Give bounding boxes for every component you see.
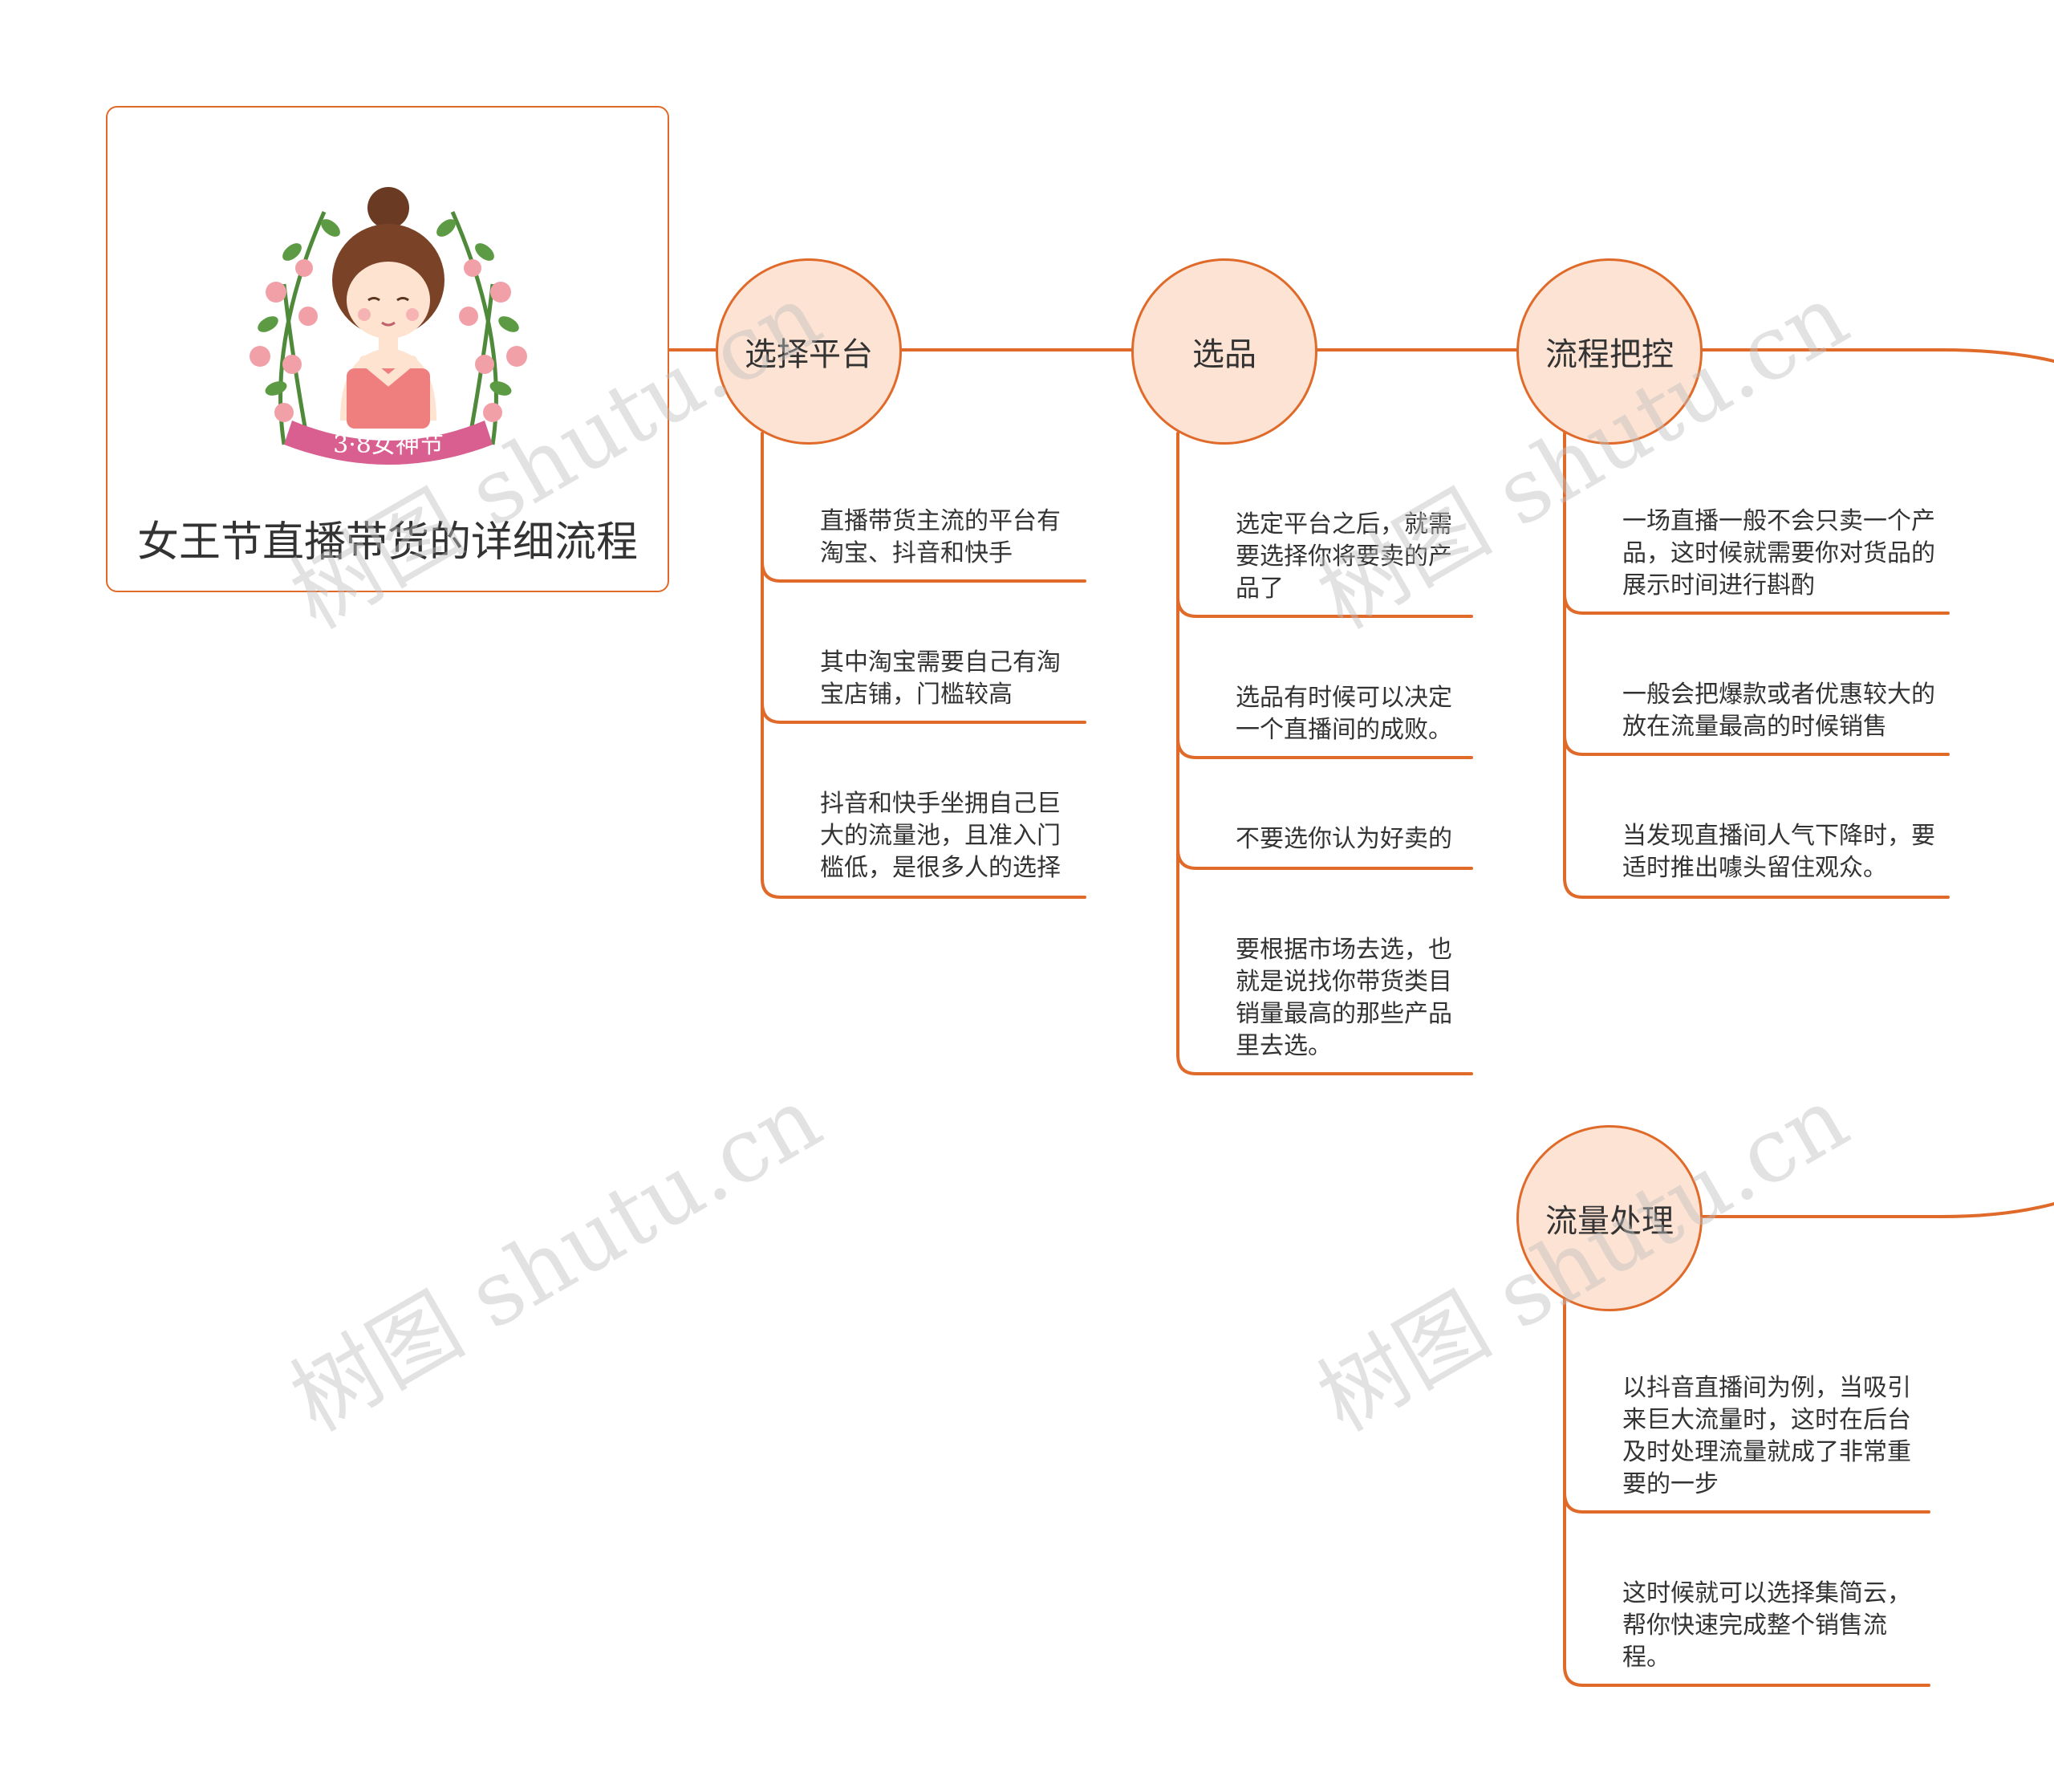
girl-flower-illustration: 3·8女神节 (250, 187, 527, 465)
topic-label: 选品 (1192, 336, 1256, 373)
topic-label: 选择平台 (745, 336, 873, 373)
root-title: 女王节直播带货的详细流程 (136, 518, 638, 567)
subtopic-item[interactable]: 要根据市场去选，也就是说找你带货类目销量最高的那些产品里去选。 (1236, 936, 1452, 1060)
topic-process-control[interactable]: 流程把控 (1516, 258, 1703, 445)
subtopic-item[interactable]: 选品有时候可以决定一个直播间的成败。 (1236, 684, 1452, 744)
subtopic-item[interactable]: 不要选你认为好卖的 (1236, 825, 1452, 853)
subtopic-item[interactable]: 其中淘宝需要自己有淘宝店铺，门槛较高 (820, 648, 1061, 709)
topic-product-selection[interactable]: 选品 (1131, 258, 1317, 445)
badge-text: 3·8女神节 (333, 431, 444, 459)
topic-label: 流程把控 (1545, 336, 1674, 373)
topic-select-platform[interactable]: 选择平台 (716, 258, 902, 445)
subtopic-item[interactable]: 一般会把爆款或者优惠较大的放在流量最高的时候销售 (1622, 681, 1935, 741)
subtopic-item[interactable]: 以抖音直播间为例，当吸引来巨大流量时，这时在后台及时处理流量就成了非常重要的一步 (1622, 1374, 1911, 1498)
subtopic-item[interactable]: 这时候就可以选择集简云，帮你快速完成整个销售流程。 (1622, 1579, 1911, 1672)
subtopic-item[interactable]: 直播带货主流的平台有淘宝、抖音和快手 (820, 507, 1061, 567)
subtopic-item[interactable]: 抖音和快手坐拥自己巨大的流量池，且准入门槛低，是很多人的选择 (820, 790, 1061, 882)
topic-label: 流量处理 (1545, 1203, 1674, 1240)
topic-traffic-handling[interactable]: 流量处理 (1516, 1125, 1703, 1311)
subtopic-item[interactable]: 选定平台之后，就需要选择你将要卖的产品了 (1236, 510, 1452, 603)
subtopic-item[interactable]: 一场直播一般不会只卖一个产品，这时候就需要你对货品的展示时间进行斟酌 (1622, 507, 1935, 599)
root-node[interactable]: 3·8女神节 女王节直播带货的详细流程 (106, 106, 669, 592)
subtopic-item[interactable]: 当发现直播间人气下降时，要适时推出噱头留住观众。 (1622, 822, 1935, 882)
